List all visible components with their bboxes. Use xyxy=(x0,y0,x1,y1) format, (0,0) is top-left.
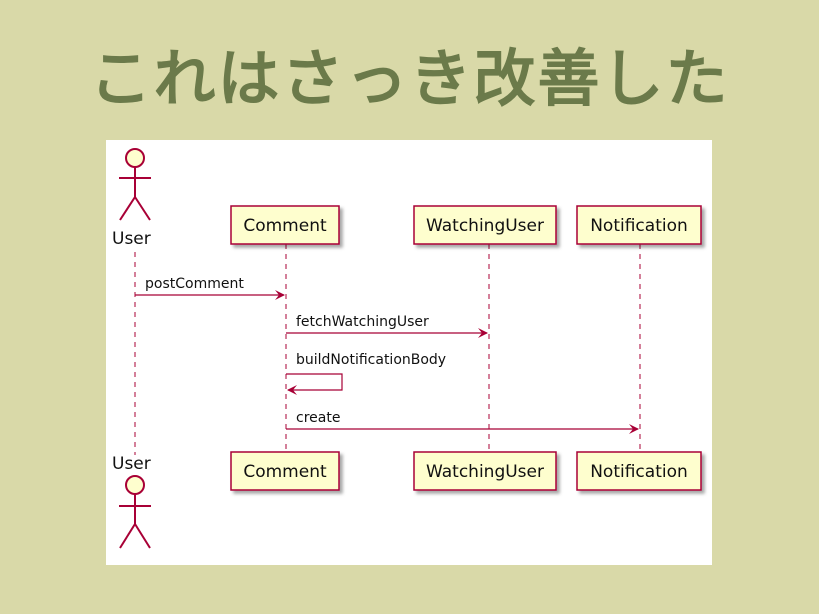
message-label: fetchWatchingUser xyxy=(296,314,429,330)
message-create: create xyxy=(286,410,639,434)
participant-comment-bottom: Comment xyxy=(230,451,340,491)
participant-label: Comment xyxy=(243,216,327,236)
participant-label: Notification xyxy=(590,462,688,482)
actor-user-bottom: User xyxy=(112,454,151,549)
message-postcomment: postComment xyxy=(135,276,285,300)
sequence-diagram: User Comment WatchingUser Notification p… xyxy=(106,140,712,565)
message-label: postComment xyxy=(145,276,244,292)
message-label: buildNotificationBody xyxy=(296,352,446,368)
actor-head xyxy=(125,148,145,168)
slide-title: これはさっき改善した xyxy=(89,42,730,115)
message-label: create xyxy=(296,410,340,426)
participant-notification-top: Notification xyxy=(576,205,702,245)
participant-label: Comment xyxy=(243,462,327,482)
actor-label-bottom: User xyxy=(112,454,151,474)
participant-label: Notification xyxy=(590,216,688,236)
participant-notification-bottom: Notification xyxy=(576,451,702,491)
participant-comment-top: Comment xyxy=(230,205,340,245)
message-fetchwatchinguser: fetchWatchingUser xyxy=(286,314,488,338)
message-buildnotificationbody: buildNotificationBody xyxy=(286,352,446,395)
participant-label: WatchingUser xyxy=(426,462,544,482)
participant-watchinguser-top: WatchingUser xyxy=(413,205,557,245)
actor-head xyxy=(125,475,145,495)
actor-user-top: User xyxy=(112,148,151,249)
participant-label: WatchingUser xyxy=(426,216,544,236)
participant-watchinguser-bottom: WatchingUser xyxy=(413,451,557,491)
actor-label-top: User xyxy=(112,229,151,249)
